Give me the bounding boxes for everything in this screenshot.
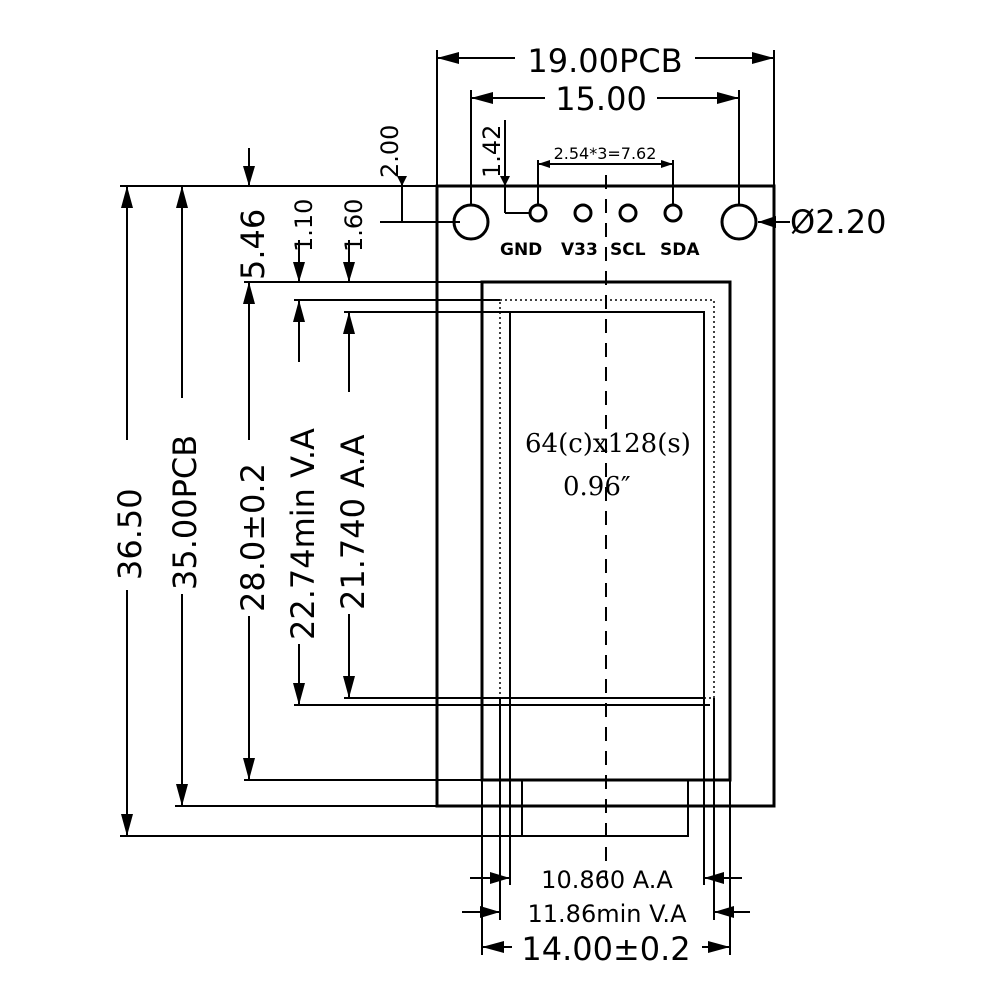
- pin-label-gnd: GND: [500, 240, 542, 260]
- pin-hole-sda: [663, 203, 683, 223]
- dim-hole-diameter: Ø2.20: [790, 203, 886, 241]
- display-frame: [509, 311, 705, 699]
- dim-pin-pitch: 2.54*3=7.62: [554, 144, 657, 163]
- dim-va-height: 22.74min V.A: [284, 428, 322, 640]
- dim-top-to-panel: 5.46: [234, 209, 272, 280]
- dim-panel-to-va: 1.10: [290, 199, 318, 252]
- display-diagonal: 0.96″: [563, 472, 631, 502]
- dim-panel-to-aa: 1.60: [340, 199, 368, 252]
- dim-hole-to-pin: 1.42: [478, 125, 506, 178]
- mounting-hole-right: [720, 203, 758, 241]
- dim-pcb-width: 19.00PCB: [527, 42, 682, 80]
- pin-label-v33: V33: [561, 240, 598, 260]
- pin-label-scl: SCL: [610, 240, 646, 260]
- dim-pcb-height: 35.00PCB: [166, 435, 204, 590]
- pin-hole-v33: [573, 203, 593, 223]
- display-resolution: 64(c)x128(s): [525, 429, 691, 459]
- dim-hole-spacing: 15.00: [555, 80, 647, 118]
- dim-top-to-hole: 2.00: [376, 125, 404, 178]
- pin-hole-gnd: [528, 203, 548, 223]
- pin-hole-scl: [618, 203, 638, 223]
- dim-aa-width: 10.860 A.A: [541, 866, 673, 894]
- dim-overall-height: 36.50: [111, 488, 149, 580]
- pin-label-sda: SDA: [660, 240, 700, 260]
- dim-panel-width: 14.00±0.2: [521, 930, 690, 968]
- dim-aa-height: 21.740 A.A: [334, 434, 372, 610]
- dim-panel-height: 28.0±0.2: [234, 463, 272, 612]
- dim-va-width: 11.86min V.A: [528, 900, 688, 928]
